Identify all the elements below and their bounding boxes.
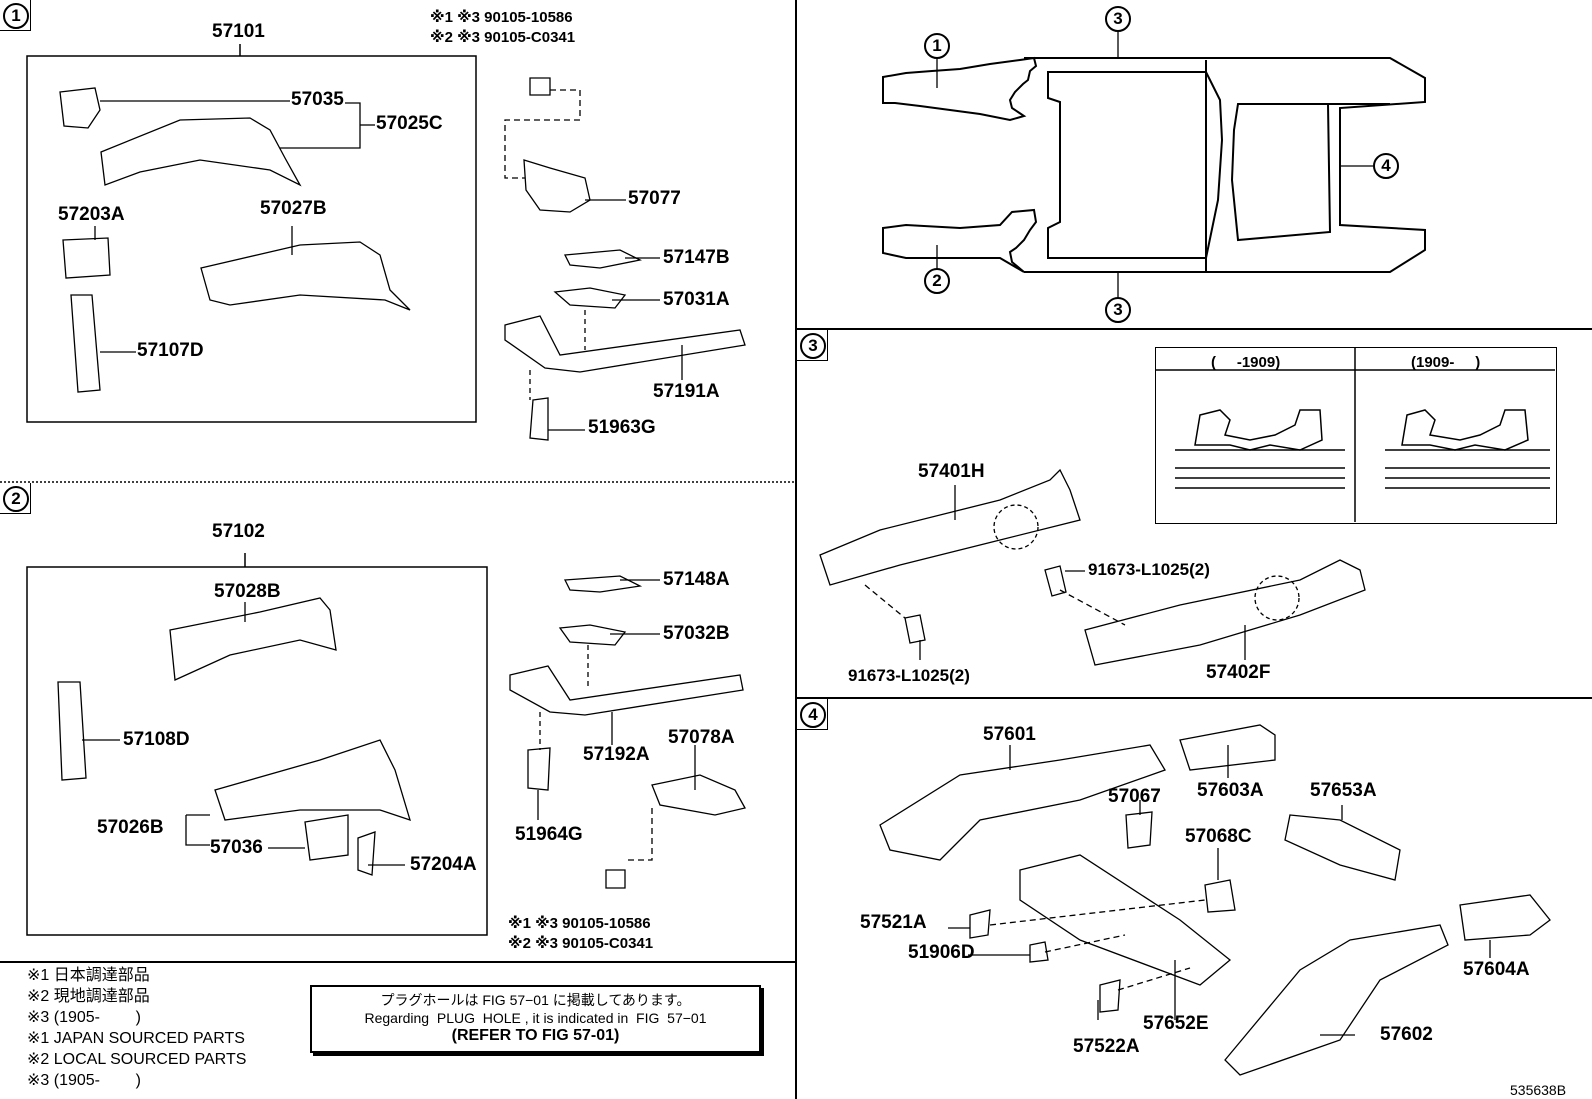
part-57204A[interactable]: 57204A <box>410 854 477 875</box>
bolt-91673-L1025-lower[interactable]: 91673-L1025(2) <box>848 666 970 685</box>
bolt-note-2-line1: ※1 ※3 90105-10586 <box>508 915 651 932</box>
part-57192A[interactable]: 57192A <box>583 744 650 765</box>
legend-line-4: ※1 JAPAN SOURCED PARTS <box>27 1030 245 1047</box>
part-51906D[interactable]: 51906D <box>908 942 975 963</box>
part-57068C[interactable]: 57068C <box>1185 826 1252 847</box>
figure-id: 535638B <box>1510 1082 1567 1098</box>
bolt-note-1-line1: ※1 ※3 90105-10586 <box>430 9 573 26</box>
part-57036[interactable]: 57036 <box>210 837 263 858</box>
part-57077[interactable]: 57077 <box>628 188 681 209</box>
part-57031A[interactable]: 57031A <box>663 289 730 310</box>
table-header-before-1909: ( -1909) <box>1211 354 1281 371</box>
part-57028B[interactable]: 57028B <box>214 581 281 602</box>
section-marker-2: 2 <box>0 483 31 514</box>
part-57402F[interactable]: 57402F <box>1206 662 1271 683</box>
part-57604A[interactable]: 57604A <box>1463 959 1530 980</box>
part-57108D[interactable]: 57108D <box>123 729 190 750</box>
part-57522A[interactable]: 57522A <box>1073 1036 1140 1057</box>
part-57203A[interactable]: 57203A <box>58 204 125 225</box>
overview-callout-4[interactable]: 4 <box>1373 153 1399 179</box>
part-57025C[interactable]: 57025C <box>376 113 443 134</box>
legend-line-1: ※1 日本調達部品 <box>27 967 150 984</box>
part-57652E[interactable]: 57652E <box>1143 1013 1209 1034</box>
part-57027B[interactable]: 57027B <box>260 198 327 219</box>
section-number-3: 3 <box>800 333 826 359</box>
overview-callout-1[interactable]: 1 <box>924 33 950 59</box>
bolt-note-2-line2: ※2 ※3 90105-C0341 <box>508 935 654 952</box>
legend: ※1 日本調達部品 ※2 現地調達部品 ※3 (1905- ) ※1 JAPAN… <box>27 965 246 1091</box>
section-number-1: 1 <box>3 3 29 29</box>
part-57602[interactable]: 57602 <box>1380 1024 1433 1045</box>
section-number-2: 2 <box>3 486 29 512</box>
section-number-4: 4 <box>800 702 826 728</box>
note-line-en: Regarding PLUG HOLE , it is indicated in… <box>364 1010 707 1026</box>
assembly-57102[interactable]: 57102 <box>212 521 265 542</box>
part-57078A[interactable]: 57078A <box>668 727 735 748</box>
year-comparison-table: ( -1909) (1909- ) <box>1155 347 1557 524</box>
section-marker-3: 3 <box>797 330 828 361</box>
overview-callout-3-top[interactable]: 3 <box>1105 6 1131 32</box>
part-57601[interactable]: 57601 <box>983 724 1036 745</box>
part-57521A[interactable]: 57521A <box>860 912 927 933</box>
note-line-jp: プラグホールは FIG 57−01 に掲載してあります。 <box>380 992 691 1008</box>
overview-callout-3-bottom[interactable]: 3 <box>1105 297 1131 323</box>
section-marker-1: 1 <box>0 0 31 31</box>
part-51963G[interactable]: 51963G <box>588 417 656 438</box>
part-57653A[interactable]: 57653A <box>1310 780 1377 801</box>
part-57603A[interactable]: 57603A <box>1197 780 1264 801</box>
section-marker-4: 4 <box>797 699 828 730</box>
part-57148A[interactable]: 57148A <box>663 569 730 590</box>
part-57191A[interactable]: 57191A <box>653 381 720 402</box>
part-57147B[interactable]: 57147B <box>663 247 730 268</box>
legend-line-6: ※3 (1905- ) <box>27 1072 141 1089</box>
legend-line-2: ※2 現地調達部品 <box>27 988 150 1005</box>
part-57067[interactable]: 57067 <box>1108 786 1161 807</box>
bolt-note-1-line2: ※2 ※3 90105-C0341 <box>430 29 576 46</box>
part-57032B[interactable]: 57032B <box>663 623 730 644</box>
part-57026B[interactable]: 57026B <box>97 817 164 838</box>
part-51964G[interactable]: 51964G <box>515 824 583 845</box>
legend-line-3: ※3 (1905- ) <box>27 1009 141 1026</box>
part-57107D[interactable]: 57107D <box>137 340 204 361</box>
note-line-refer[interactable]: (REFER TO FIG 57-01) <box>451 1027 620 1044</box>
legend-line-5: ※2 LOCAL SOURCED PARTS <box>27 1051 247 1068</box>
assembly-57101[interactable]: 57101 <box>212 21 265 42</box>
part-57401H[interactable]: 57401H <box>918 461 985 482</box>
plug-hole-note: プラグホールは FIG 57−01 に掲載してあります。 Regarding P… <box>310 985 761 1053</box>
table-header-after-1909: (1909- ) <box>1411 354 1481 371</box>
part-57035[interactable]: 57035 <box>291 89 344 110</box>
bolt-91673-L1025-upper[interactable]: 91673-L1025(2) <box>1088 560 1210 579</box>
overview-callout-2[interactable]: 2 <box>924 268 950 294</box>
